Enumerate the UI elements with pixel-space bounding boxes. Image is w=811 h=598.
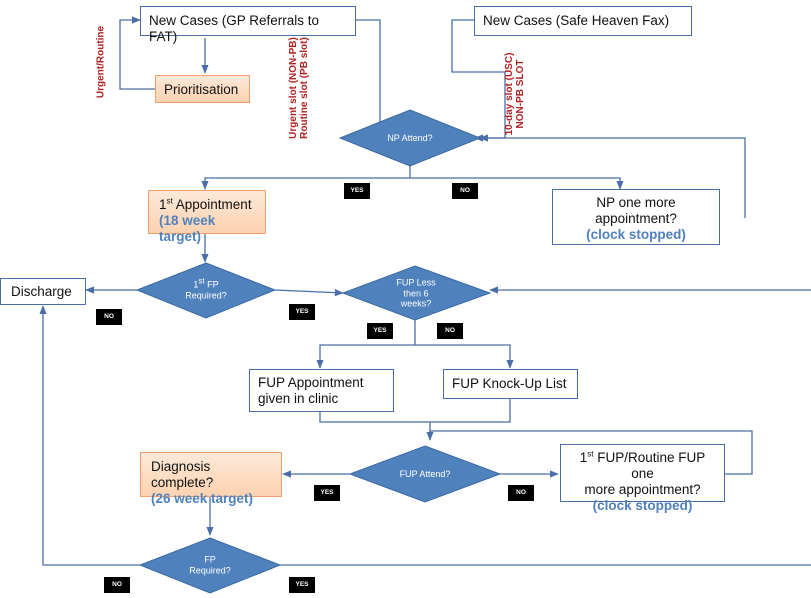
diagnosis-target: (26 week target) bbox=[151, 491, 254, 506]
yes-tag-first-fp: YES bbox=[289, 304, 315, 320]
fup-more-line1: 1st FUP/Routine FUP one bbox=[579, 449, 706, 481]
fup-given-box: FUP Appointment given in clinic bbox=[249, 369, 394, 412]
first-fp-diamond bbox=[135, 262, 277, 319]
first-appointment-box: 1st Appointment (18 week target) bbox=[148, 190, 266, 244]
fup-knock-box: FUP Knock-Up List bbox=[443, 369, 578, 399]
first-appointment-target: (18 week target) bbox=[159, 213, 216, 244]
np-one-more-clock: (clock stopped) bbox=[586, 227, 686, 242]
diagnosis-title: Diagnosis complete? bbox=[151, 459, 214, 490]
yes-tag-fup-attend: YES bbox=[314, 485, 340, 501]
fup-less-diamond bbox=[341, 265, 492, 321]
new-cases-fax-box: New Cases (Safe Heaven Fax) bbox=[474, 6, 692, 36]
np-one-more-box: NP one more appointment? (clock stopped) bbox=[552, 189, 720, 245]
discharge-box: Discharge bbox=[0, 278, 86, 305]
no-tag-np: NO bbox=[452, 183, 478, 199]
first-fp-label: 1st FP Required? bbox=[185, 276, 227, 300]
fup-attend-diamond bbox=[348, 445, 502, 503]
fup-more-line2: more appointment? bbox=[584, 482, 701, 497]
np-attend-label: NP Attend? bbox=[387, 132, 433, 143]
fp-required-label: FP Required? bbox=[189, 554, 231, 576]
yes-tag-np: YES bbox=[344, 183, 370, 199]
first-appointment-title: 1st Appointment bbox=[159, 196, 252, 212]
np-attend-diamond bbox=[338, 109, 482, 167]
ten-day-slot-label: 10-day slot (USC) NON-PB SLOT bbox=[504, 52, 526, 136]
yes-tag-fp-required: YES bbox=[289, 577, 315, 593]
no-tag-first-fp: NO bbox=[96, 309, 122, 325]
fup-attend-label: FUP Attend? bbox=[399, 468, 451, 479]
fup-more-box: 1st FUP/Routine FUP one more appointment… bbox=[560, 444, 725, 513]
yes-tag-fup-less: YES bbox=[367, 323, 393, 339]
slot-type-label: Urgent slot (NON-PB) Routine slot (PB sl… bbox=[288, 37, 310, 139]
new-cases-fax-label: New Cases (Safe Heaven Fax) bbox=[483, 13, 670, 28]
np-one-more-line2: appointment? bbox=[595, 211, 677, 226]
fp-required-diamond bbox=[138, 537, 282, 594]
urgent-routine-label: Urgent/Routine bbox=[95, 25, 107, 99]
prioritisation-label: Prioritisation bbox=[164, 82, 239, 97]
np-one-more-line1: NP one more bbox=[596, 195, 676, 210]
no-tag-fp-required: NO bbox=[104, 577, 130, 593]
fup-knock-label: FUP Knock-Up List bbox=[452, 376, 567, 391]
fup-less-label: FUP Less then 6 weeks? bbox=[396, 277, 436, 309]
fup-given-label: FUP Appointment given in clinic bbox=[258, 375, 364, 406]
no-tag-fup-attend: NO bbox=[508, 485, 534, 501]
diagnosis-box: Diagnosis complete? (26 week target) bbox=[140, 452, 282, 506]
fup-more-clock: (clock stopped) bbox=[592, 498, 693, 513]
no-tag-fup-less: NO bbox=[437, 323, 463, 339]
new-cases-gp-label: New Cases (GP Referrals to FAT) bbox=[149, 13, 320, 44]
new-cases-gp-box: New Cases (GP Referrals to FAT) bbox=[140, 6, 356, 44]
discharge-label: Discharge bbox=[11, 284, 72, 299]
prioritisation-box: Prioritisation bbox=[155, 75, 250, 103]
